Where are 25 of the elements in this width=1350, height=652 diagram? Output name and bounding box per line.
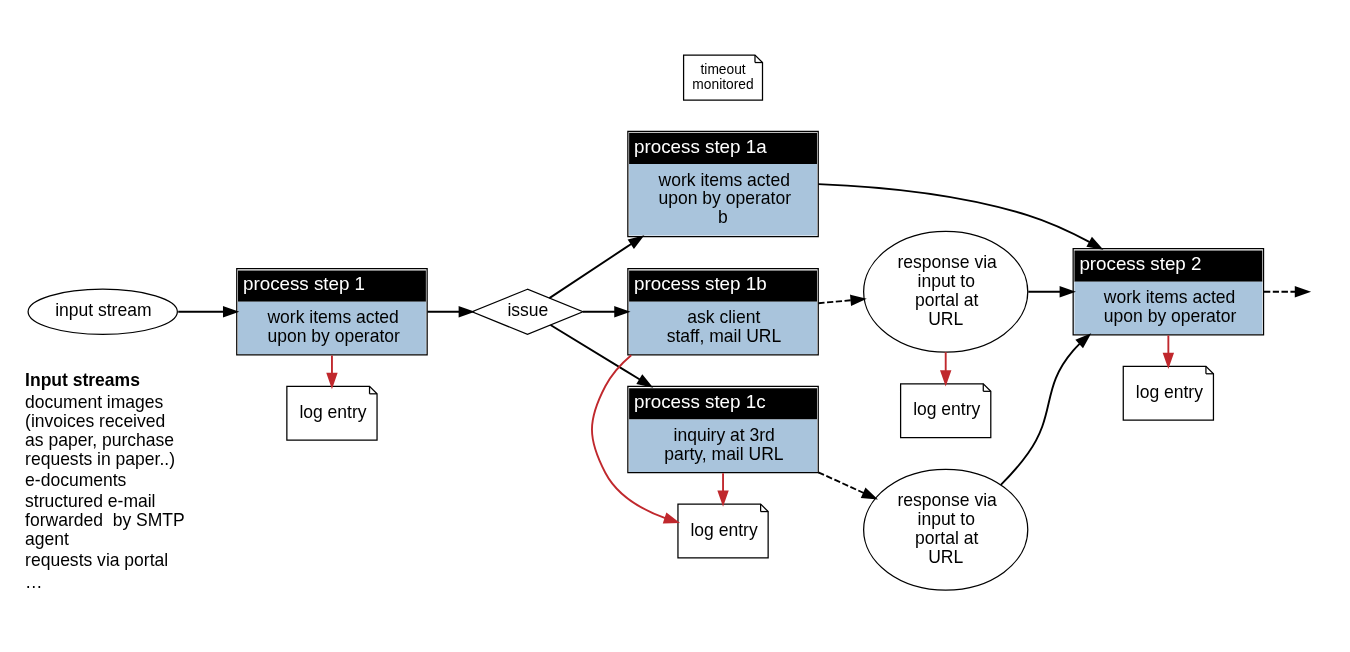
label: … — [25, 571, 43, 592]
label: e-documents — [25, 469, 127, 490]
arrow — [717, 471, 729, 507]
arrow — [582, 305, 631, 317]
arrow — [326, 354, 338, 389]
arrow — [1027, 285, 1076, 297]
arrow — [1262, 285, 1312, 297]
arrow — [591, 353, 681, 523]
arrow — [548, 234, 645, 299]
arrow — [999, 332, 1092, 486]
node-ellipse: input stream — [27, 288, 178, 335]
arrow — [817, 470, 878, 499]
node-diamond: issue — [470, 288, 585, 335]
node-ellipse: response via input to portal at URL — [863, 230, 1029, 353]
label: document images (invoices received as paper, purchase requests in paper..) — [25, 391, 176, 469]
arrow — [426, 305, 475, 317]
arrow — [177, 305, 240, 317]
arrow — [1162, 333, 1175, 369]
label: Input streams — [25, 369, 140, 390]
arrow — [817, 182, 1104, 250]
label: requests via portal — [25, 549, 169, 570]
node-ellipse: response via input to portal at URL — [863, 468, 1029, 591]
arrow — [549, 323, 654, 388]
arrow — [817, 294, 867, 306]
arrow — [940, 350, 952, 387]
